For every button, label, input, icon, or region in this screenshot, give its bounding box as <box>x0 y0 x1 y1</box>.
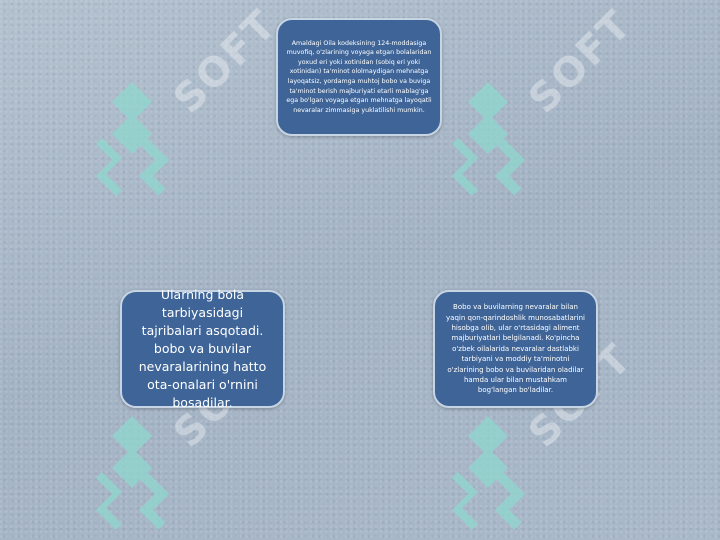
watermark-logo-icon <box>96 82 170 196</box>
watermark-text: SOFT <box>520 1 642 123</box>
diagram-box-top: Amaldagi Oila kodeksining 124-moddasiga … <box>276 18 442 136</box>
diagram-box-right: Bobo va buvilarning nevaralar bilan yaqi… <box>433 290 598 408</box>
box-left-text: Ularning bola tarbiyasidagi tajribalari … <box>138 287 267 410</box>
watermark-logo-icon <box>96 416 170 530</box>
watermark-logo-icon <box>452 416 526 530</box>
box-top-text: Amaldagi Oila kodeksining 124-moddasiga … <box>286 39 432 114</box>
box-right-text: Bobo va buvilarning nevaralar bilan yaqi… <box>446 303 585 395</box>
watermark-logo-icon <box>452 82 526 196</box>
watermark-text: SOFT <box>165 1 287 123</box>
diagram-box-left: Ularning bola tarbiyasidagi tajribalari … <box>120 287 285 410</box>
